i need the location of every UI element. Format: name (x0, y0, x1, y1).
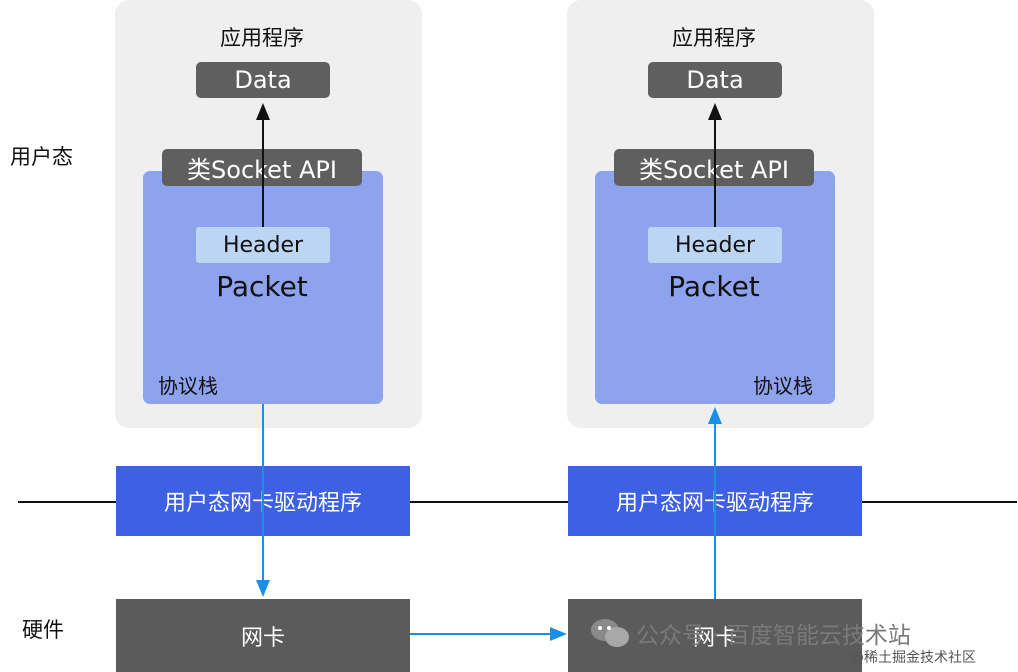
right-header-label: Header (674, 232, 756, 258)
right-nic-label: 网卡 (692, 625, 737, 651)
left-app-title: 应用程序 (220, 26, 304, 50)
left-header-box: Header (196, 227, 330, 263)
layer-label-hardware: 硬件 (22, 618, 64, 642)
left-header-label: Header (222, 232, 304, 258)
left-nic-label: 网卡 (240, 625, 285, 651)
watermark-sub: @稀土掘金技术社区 (850, 650, 976, 666)
right-packet-label: Packet (668, 270, 760, 303)
watermark: 公众号 · 百度智能云技术站 (590, 616, 911, 650)
user-hardware-boundary-line (18, 501, 1017, 503)
left-data-label: Data (234, 66, 292, 94)
right-data-label: Data (686, 66, 744, 94)
nic-to-nic-blue-arrowhead (550, 627, 567, 641)
left-data-box: Data (196, 62, 330, 98)
right-up-blue-arrowhead (708, 407, 722, 424)
right-stack-label: 协议栈 (753, 374, 813, 398)
left-nic-box: 网卡 (116, 599, 410, 672)
left-packet-label: Packet (216, 270, 308, 303)
left-down-blue-arrowhead (256, 580, 270, 597)
right-app-title: 应用程序 (672, 26, 756, 50)
right-header-box: Header (648, 227, 782, 263)
wechat-icon (591, 619, 629, 647)
layer-label-user: 用户态 (10, 145, 73, 169)
left-stack-label: 协议栈 (158, 374, 218, 398)
right-data-box: Data (648, 62, 782, 98)
watermark-text: 公众号 · 百度智能云技术站 (636, 623, 911, 649)
right-up-arrowhead (708, 103, 722, 120)
left-up-arrowhead (256, 103, 270, 120)
